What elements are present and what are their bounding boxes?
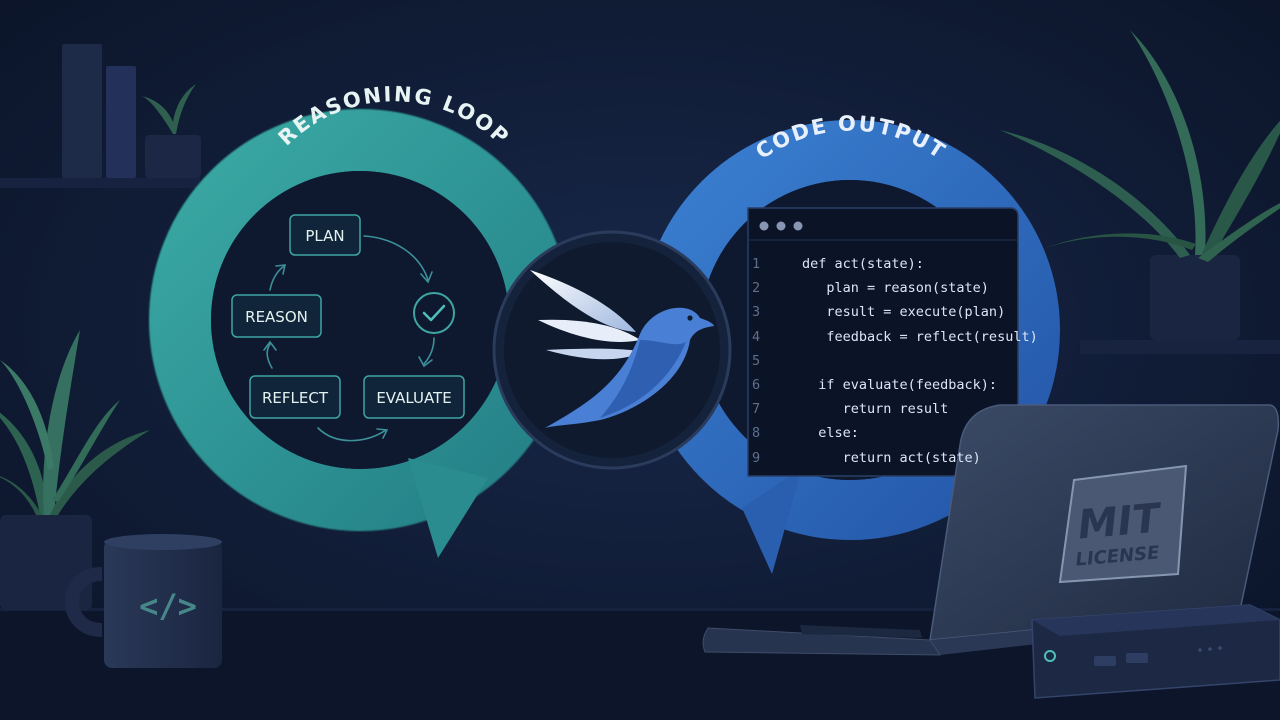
code-line: 7 return result [752, 397, 1012, 421]
reasoning-step-reflect: REFLECT [249, 375, 341, 419]
line-number: 6 [752, 376, 761, 393]
bird-logo-icon [492, 230, 732, 470]
code-text: def act(state): [802, 256, 924, 272]
reasoning-step-label: EVALUATE [376, 389, 451, 407]
window-dot-icon [759, 221, 769, 231]
code-output-arrowhead [742, 468, 802, 574]
check-circle-icon [413, 292, 455, 334]
line-number: 2 [752, 280, 761, 297]
line-number: 5 [752, 352, 761, 369]
code-text: return result [802, 401, 949, 418]
usb-port-icon [1126, 653, 1148, 663]
reasoning-flow-arrows [263, 235, 435, 442]
code-line: 6 if evaluate(feedback): [752, 373, 1012, 397]
code-text: feedback = reflect(result) [802, 328, 1038, 345]
reasoning-step-reason: REASON [231, 294, 322, 338]
code-line: 5 [752, 349, 1012, 373]
reasoning-step-label: REASON [245, 308, 308, 326]
line-number: 3 [752, 304, 761, 321]
line-number: 8 [752, 425, 761, 442]
code-line: 8 else: [752, 421, 1012, 445]
code-text: plan = reason(state) [802, 280, 989, 297]
window-dot-icon [793, 221, 803, 231]
bookshelf [0, 44, 201, 188]
code-text: else: [802, 425, 859, 442]
window-dot-icon [776, 221, 786, 231]
code-glyph-icon: </> [139, 587, 197, 625]
reasoning-step-label: REFLECT [262, 389, 329, 407]
reasoning-step-plan: PLAN [289, 214, 361, 256]
mini-pc [1031, 604, 1280, 699]
code-line: 1 def act(state): [752, 252, 1012, 276]
line-number: 4 [752, 328, 761, 345]
line-number: 1 [752, 256, 761, 272]
power-led-icon [1044, 650, 1056, 662]
mit-logo-icon: MIT LICENSE [1058, 464, 1188, 584]
reasoning-step-evaluate: EVALUATE [363, 375, 465, 419]
code-window [747, 207, 1019, 477]
code-line: 4 feedback = reflect(result) [752, 325, 1038, 349]
line-number: 7 [752, 401, 761, 418]
desk-edge [0, 608, 1280, 611]
reasoning-step-label: PLAN [305, 227, 344, 245]
mit-badge-text: MIT [1076, 495, 1164, 548]
code-line: 2 plan = reason(state) [752, 276, 1012, 300]
code-line: 9 return act(state) [752, 446, 1012, 470]
reasoning-loop-arrowhead [408, 458, 488, 558]
laptop: MIT LICENSE [702, 404, 1280, 656]
line-number: 9 [752, 449, 761, 466]
code-text: result = execute(plan) [802, 304, 1006, 321]
usb-port-icon [1094, 656, 1116, 666]
coffee-mug: </> [65, 534, 222, 668]
code-line: 3 result = execute(plan) [752, 300, 1012, 324]
right-plant [1000, 30, 1280, 354]
code-text: if evaluate(feedback): [802, 376, 998, 393]
code-text: return act(state) [802, 449, 981, 466]
